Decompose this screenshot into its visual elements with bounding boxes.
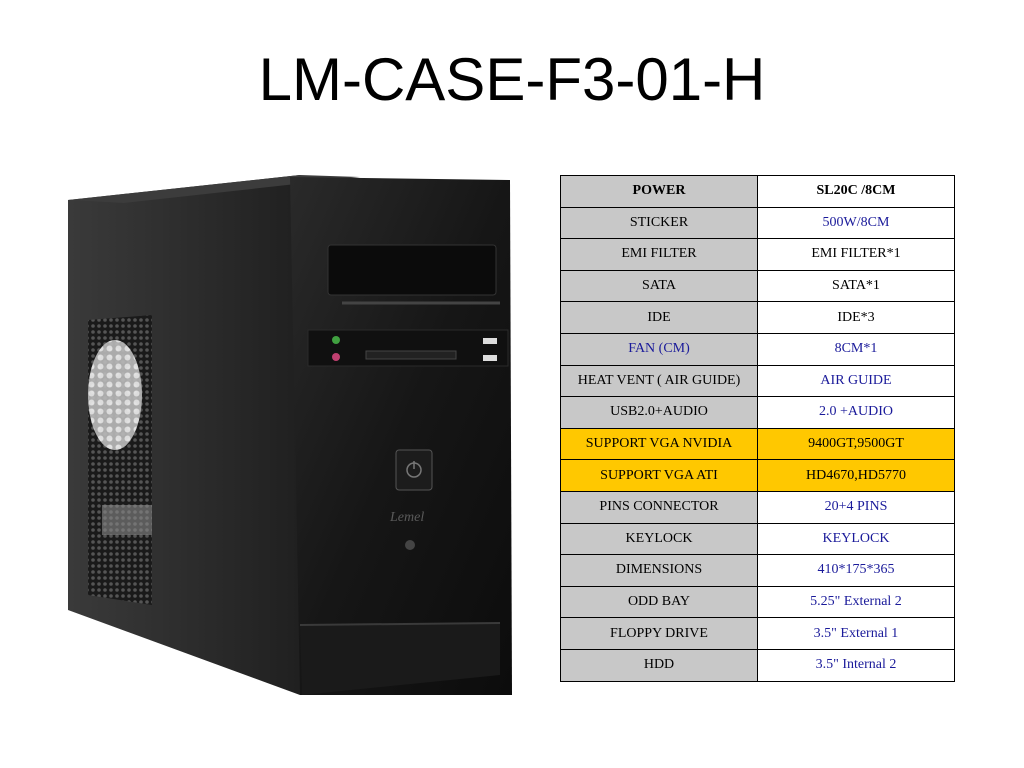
- spec-value: 3.5" External 1: [757, 617, 955, 650]
- floppy-slot: [365, 350, 457, 360]
- usb-port-2: [483, 355, 497, 361]
- spec-value: 410*175*365: [757, 554, 955, 587]
- spec-label: POWER: [560, 175, 758, 208]
- spec-value: 8CM*1: [757, 332, 955, 366]
- spec-label: EMI FILTER: [560, 238, 758, 271]
- power-button: [395, 449, 433, 491]
- spec-value: 9400GT,9500GT: [757, 427, 955, 461]
- spec-value: 5.25" External 2: [757, 585, 955, 619]
- brand-logo: Lemel: [389, 510, 424, 525]
- spec-value: 500W/8CM: [757, 206, 955, 240]
- optical-drive-bay: [327, 244, 497, 296]
- spec-value: 2.0 +AUDIO: [757, 396, 955, 429]
- usb-port-1: [483, 338, 497, 344]
- spec-value: SL20C /8CM: [757, 175, 955, 208]
- spec-value: HD4670,HD5770: [757, 459, 955, 492]
- computer-case-photo: Lemel: [68, 175, 512, 695]
- spec-label: IDE: [560, 301, 758, 334]
- audio-out-jack: [332, 336, 340, 344]
- spec-value: IDE*3: [757, 301, 955, 334]
- key-lock: [405, 540, 415, 550]
- spec-row: FAN (CM)8CM*1: [560, 332, 955, 366]
- spec-label: HDD: [560, 648, 758, 682]
- spec-row: HEAT VENT ( AIR GUIDE)AIR GUIDE: [560, 364, 955, 398]
- spec-label: PINS CONNECTOR: [560, 490, 758, 524]
- slide-title: LM-CASE-F3-01-H: [258, 46, 766, 113]
- spec-label: KEYLOCK: [560, 522, 758, 556]
- spec-label: FAN (CM): [560, 332, 758, 366]
- spec-value: KEYLOCK: [757, 522, 955, 556]
- spec-label: ODD BAY: [560, 585, 758, 619]
- spec-label: STICKER: [560, 206, 758, 240]
- spec-label: SUPPORT VGA ATI: [560, 459, 758, 492]
- mic-jack: [332, 353, 340, 361]
- spec-value: SATA*1: [757, 269, 955, 303]
- spec-label: SUPPORT VGA NVIDIA: [560, 427, 758, 461]
- spec-label: FLOPPY DRIVE: [560, 617, 758, 650]
- spec-label: USB2.0+AUDIO: [560, 396, 758, 429]
- spec-value: 20+4 PINS: [757, 490, 955, 524]
- spec-value: EMI FILTER*1: [757, 238, 955, 271]
- spec-label: SATA: [560, 269, 758, 303]
- spec-label: DIMENSIONS: [560, 554, 758, 587]
- spec-value: AIR GUIDE: [757, 364, 955, 398]
- spec-value: 3.5" Internal 2: [757, 648, 955, 682]
- spec-label: HEAT VENT ( AIR GUIDE): [560, 364, 758, 398]
- fan-grill: [88, 340, 142, 450]
- case-front-panel: [290, 177, 512, 695]
